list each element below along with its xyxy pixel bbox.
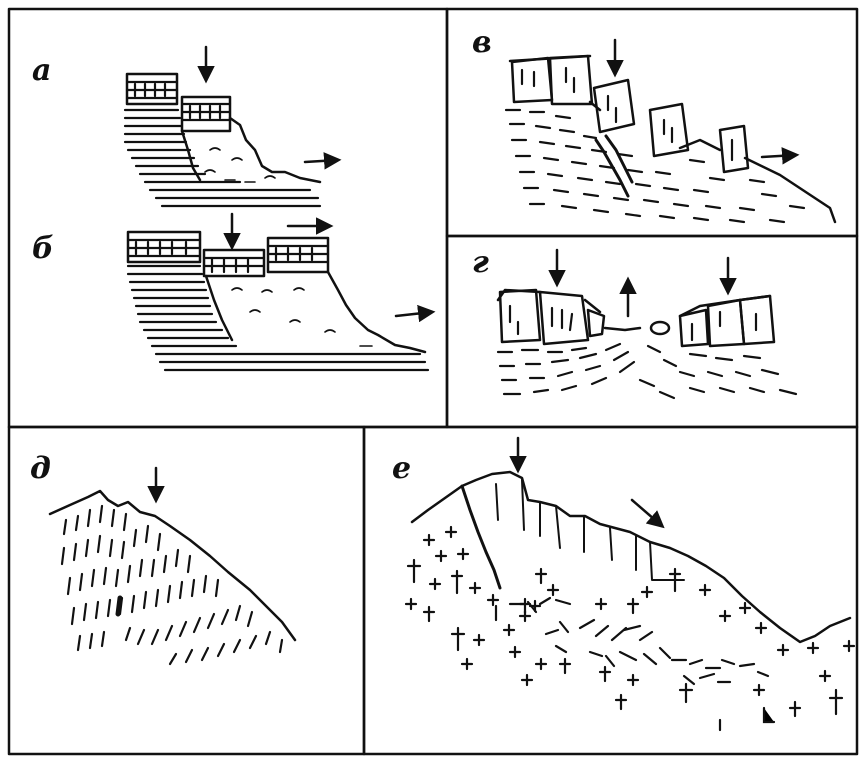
sketch-panel-e	[404, 436, 856, 732]
upper-blocks-b	[126, 230, 330, 278]
panel-label-v: в	[472, 25, 492, 60]
panel-label-e: е	[392, 451, 411, 486]
sketch-panel-g	[496, 248, 798, 400]
foliation-marks-d	[60, 504, 284, 666]
arrow-downslope-e	[630, 498, 665, 529]
sketch-panel-b	[126, 212, 436, 372]
sketch-panel-d	[48, 466, 297, 666]
arrow-right-bottom-b	[394, 304, 436, 323]
joint-blocks-g	[498, 288, 776, 348]
sketch-panel-a	[123, 45, 342, 208]
slope-profile-a	[180, 116, 322, 184]
bedrock-dashes-v	[504, 108, 806, 224]
main-fault-e	[460, 484, 502, 590]
strata-a	[123, 108, 322, 208]
dark-inclusion-d	[115, 595, 123, 617]
plus-marks-e	[404, 525, 856, 732]
slope-profile-d	[48, 489, 297, 642]
upper-block-a	[125, 72, 232, 133]
joint-lines-e	[495, 479, 685, 581]
joint-blocks-v	[510, 54, 750, 174]
frame-panel-e	[362, 425, 859, 756]
jointing-marks-g	[508, 304, 758, 342]
fault-zone-v	[594, 134, 634, 198]
panel-label-g: г	[472, 245, 489, 280]
arrow-right-v	[760, 147, 800, 165]
fracture-zone-e	[508, 596, 770, 686]
jointing-marks-v	[520, 66, 734, 162]
strata-b	[126, 264, 430, 372]
frame-panel-d	[7, 425, 366, 756]
debris-marks-b	[231, 287, 373, 347]
slope-profile-e	[410, 470, 852, 644]
ground-surface-g	[496, 288, 772, 332]
debris-marks-a	[204, 147, 276, 183]
panel-label-a: а	[32, 53, 51, 88]
frame-panel-ab	[7, 7, 449, 429]
bedrock-dashes-g	[496, 342, 798, 400]
sketch-panel-v	[504, 38, 837, 224]
panel-frames	[7, 7, 859, 756]
panel-label-b: б	[32, 231, 54, 266]
slope-profile-b	[204, 270, 427, 354]
panel-label-d: д	[30, 451, 51, 486]
arrow-right-a	[303, 152, 342, 170]
